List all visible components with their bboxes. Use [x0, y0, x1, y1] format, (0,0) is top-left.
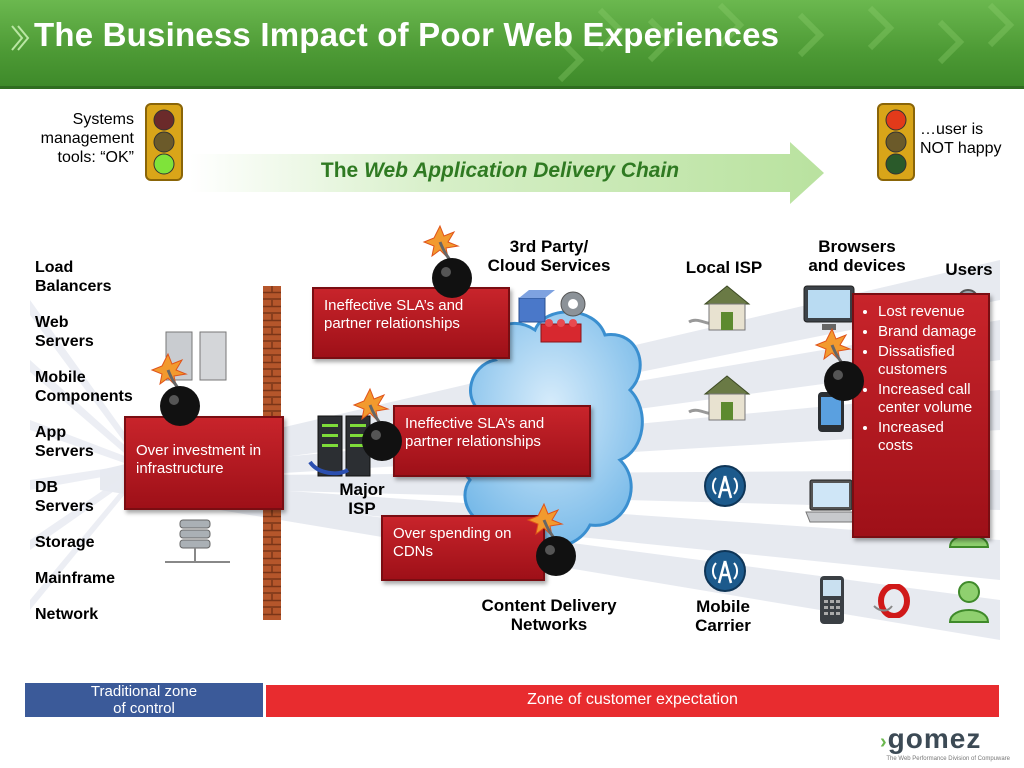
callout-sla-major-isp: Ineffective SLA’s and partner relationsh…: [393, 405, 591, 477]
cloud-services-icons: [518, 290, 586, 343]
cell-tower-icon: [704, 550, 746, 592]
laptop-icon: [805, 479, 857, 523]
user-note-line: …user is: [920, 121, 984, 138]
systems-note: Systems management tools: “OK”: [18, 110, 134, 167]
impact-list: Lost revenue Brand damage Dissatisfied c…: [864, 303, 978, 455]
bomb-icon: [422, 224, 472, 298]
monitor-icon: [803, 285, 855, 330]
user-note-line: NOT happy: [920, 140, 1002, 157]
bomb-icon: [150, 352, 200, 426]
opera-browser-icon: [873, 584, 910, 618]
callout-over-spending: Over spending on CDNs: [381, 515, 545, 581]
layer-network: Network: [35, 606, 99, 623]
gear-icon: [560, 291, 586, 317]
delivery-chain-label: The Web Application Delivery Chain: [190, 159, 810, 183]
bomb-icon: [352, 387, 402, 461]
logo-wordmark: ›gomez: [880, 723, 982, 754]
label-users: Users: [945, 260, 993, 279]
callout-sla-third-party: Ineffective SLA’s and partner relationsh…: [312, 287, 510, 359]
zone-left-line: of control: [113, 700, 175, 717]
server-stack-icon: [165, 331, 230, 563]
chain-prefix: The: [320, 159, 359, 182]
house-icon: [688, 375, 751, 421]
callout-over-investment: Over investment in infrastructure: [124, 416, 284, 510]
label-local-isp: Local ISP: [685, 258, 763, 277]
impact-item: Increased costs: [878, 419, 978, 455]
logo-tagline: The Web Performance Division of Compuwar…: [886, 756, 1010, 762]
user-note: …user is NOT happy: [920, 120, 1020, 158]
layer-storage: Storage: [35, 534, 95, 551]
page-title: The Business Impact of Poor Web Experien…: [34, 16, 780, 53]
delivery-chain-arrow: [190, 142, 824, 204]
isp-server-rack-icon: [308, 415, 371, 477]
user-avatar-icon: [948, 581, 990, 623]
title-bar: [0, 0, 1024, 89]
house-icon: [688, 285, 751, 331]
impact-item: Lost revenue: [878, 303, 978, 321]
layer-mainframe: Mainframe: [35, 570, 116, 587]
callout-business-impacts: Lost revenue Brand damage Dissatisfied c…: [852, 293, 990, 538]
feature-phone-icon: [820, 576, 844, 624]
smartphone-icon: [818, 392, 844, 432]
cube-icon: [518, 297, 546, 323]
title-chevron-pattern: [11, 2, 1015, 83]
systems-note-line: Systems: [72, 111, 134, 128]
title-arrow-icon: [11, 25, 30, 51]
traffic-light-red-icon: [877, 103, 915, 181]
zone-customer-expectation: Zone of customer expectation: [266, 685, 999, 717]
gomez-logo: ›gomez The Web Performance Division of C…: [880, 723, 1010, 763]
impact-item: Increased call center volume: [878, 381, 978, 417]
chain-name: Web Application Delivery Chain: [364, 159, 680, 182]
systems-note-line: management: [40, 130, 134, 147]
zone-traditional-control: Traditional zone of control: [25, 683, 263, 717]
impact-item: Brand damage: [878, 323, 978, 341]
bomb-icon: [526, 502, 576, 576]
cell-tower-icon: [704, 465, 746, 507]
bomb-icon: [814, 327, 864, 401]
systems-note-line: tools: “OK”: [57, 149, 134, 166]
impact-item: Dissatisfied customers: [878, 343, 978, 379]
traffic-light-green-icon: [145, 103, 183, 181]
label-third-party: 3rd Party/Cloud Services: [487, 237, 611, 275]
zone-left-line: Traditional zone: [90, 683, 198, 700]
